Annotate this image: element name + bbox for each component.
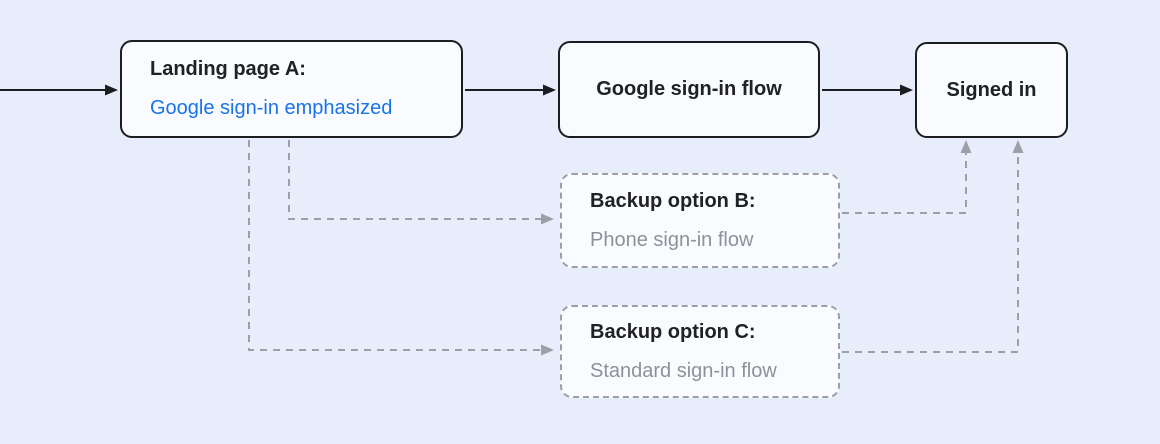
edge-landing-to-backup-b [288,140,554,225]
node-landing-page-a-subtitle: Google sign-in emphasized [150,97,393,119]
edge-landing-to-backup-c [248,140,554,356]
node-google-sign-in-flow-label: Google sign-in flow [596,78,782,100]
node-backup-option-c: Backup option C: Standard sign-in flow [560,305,840,398]
node-backup-option-c-subtitle: Standard sign-in flow [590,359,777,382]
node-backup-option-b-title: Backup option B: [590,189,756,212]
edge-backup-c-to-signed-in [842,140,1024,353]
node-backup-option-c-title: Backup option C: [590,320,756,343]
node-landing-page-a: Landing page A: Google sign-in emphasize… [120,40,463,138]
node-backup-option-b: Backup option B: Phone sign-in flow [560,173,840,268]
node-signed-in-label: Signed in [946,78,1037,101]
node-landing-page-a-title: Landing page A: [150,58,306,80]
node-google-sign-in-flow: Google sign-in flow [558,41,820,138]
node-backup-option-b-subtitle: Phone sign-in flow [590,228,754,251]
node-signed-in: Signed in [915,42,1068,138]
edge-backup-b-to-signed-in [842,140,972,214]
